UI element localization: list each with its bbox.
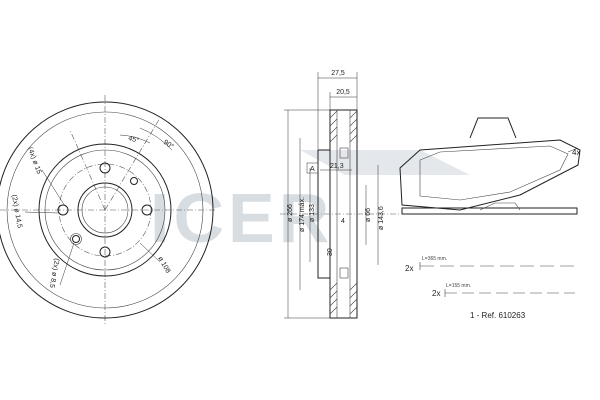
pad-qty-leader — [567, 147, 579, 153]
angle-45-label: 45° — [127, 134, 139, 145]
dim-174: ø 174 máx. — [299, 197, 306, 232]
centerline-45 — [69, 129, 106, 211]
dim-66: ø 66 — [365, 208, 372, 222]
hat-section — [317, 149, 330, 279]
datum-a: A — [310, 166, 315, 173]
bolt-hole-top — [99, 162, 111, 174]
mount-flange-top — [339, 147, 349, 159]
dim-27-5: 27,5 — [331, 70, 345, 77]
hatch-top — [329, 110, 358, 143]
small-hole-1 — [130, 177, 138, 185]
wire-1-length: L=365 mm. — [422, 256, 447, 262]
disc-inner-edge — [38, 143, 172, 277]
center-bore-chamfer — [81, 186, 129, 234]
leader-2x — [24, 211, 60, 214]
pad-backing-plate — [399, 139, 581, 211]
bolt-circle — [58, 163, 152, 257]
angle-arc-45 — [119, 134, 151, 144]
reference-label: 1 - Ref. 610263 — [470, 311, 526, 320]
wire-2-qty: 2x — [432, 289, 440, 298]
hatch-bottom — [329, 282, 358, 315]
wire-1-qty: 2x — [405, 264, 413, 273]
dim-266: ø 266 — [287, 204, 294, 222]
mount-flange-bottom — [339, 267, 349, 279]
bolt-hole-bottom — [99, 246, 111, 258]
bolt-circle-label: ø 108 — [156, 256, 171, 275]
watermark-shape — [300, 150, 470, 175]
dim-133: ø 133 — [309, 204, 316, 222]
brake-pad: 4x — [399, 117, 581, 215]
pad-clip — [479, 202, 521, 211]
disc-friction-ring — [6, 111, 204, 309]
angle-arc-90 — [139, 127, 173, 151]
pad-friction-material — [419, 145, 569, 201]
dim-30: 30 — [327, 248, 334, 256]
dim-4: 4 — [341, 218, 345, 225]
dim-143-6: ø 143,6 — [378, 206, 385, 230]
leader-4x — [41, 169, 66, 207]
wire-2-length: L=155 mm. — [446, 283, 471, 289]
holes-4x-label: (4x) ø 15 — [26, 146, 42, 175]
pad-qty: 4x — [572, 148, 580, 157]
datum-a-box — [306, 162, 319, 174]
holes-2x-label: (2x) ø 14,5 — [10, 194, 23, 229]
watermark: ICER — [150, 179, 333, 257]
dim-21-3: 21,3 — [330, 163, 344, 170]
bolt-hole-left — [57, 204, 69, 216]
pad-top-tab — [469, 117, 517, 139]
leader-hub — [59, 242, 75, 286]
pad-lower-plate — [401, 207, 578, 215]
disc-section-outline — [329, 109, 358, 319]
small-hole-2 — [72, 235, 80, 243]
section-view: 27,5 20,5 ø — [280, 70, 400, 319]
hub-holes-label: (2x) ø 8,5 — [48, 258, 60, 289]
disc-outer-edge — [0, 101, 214, 319]
wear-sensor-wires: 2x L=365 mm. 2x L=155 mm. 1 - Ref. 61026… — [405, 256, 575, 320]
hat-edge — [44, 149, 166, 271]
small-hole-2-ring — [70, 233, 82, 245]
bolt-hole-right — [141, 204, 153, 216]
leader-108 — [139, 242, 161, 263]
center-bore — [77, 182, 133, 238]
dim-20-5: 20,5 — [336, 89, 350, 96]
